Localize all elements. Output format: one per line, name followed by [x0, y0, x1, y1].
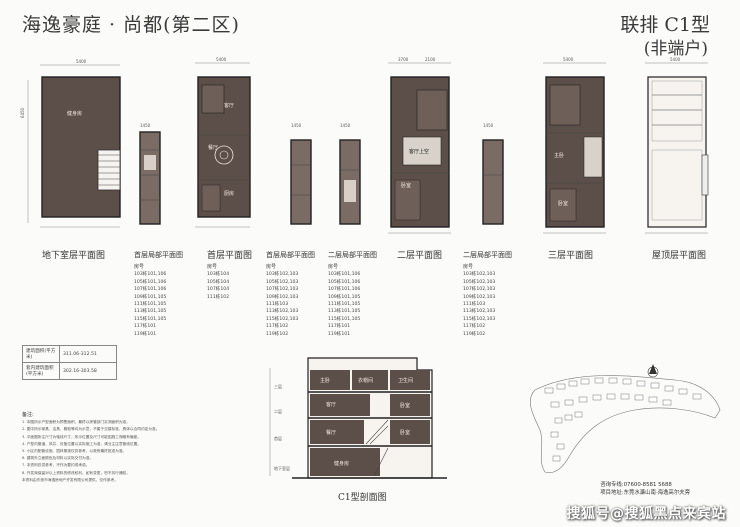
svg-text:卫生间: 卫生间 [398, 377, 413, 384]
svg-text:5400: 5400 [563, 57, 574, 62]
third-floor-plan-label: 三层平面图 [548, 251, 594, 261]
first-floor-plan: 5400 客厅 餐厅 厨房 [195, 57, 251, 228]
page-title: 海逸豪庭 · 尚都(第二区) [22, 14, 240, 36]
svg-text:5400: 5400 [216, 57, 227, 62]
second-partial-plan: 1450 [339, 123, 361, 225]
svg-text:客厅: 客厅 [326, 401, 336, 408]
roof-plan: 5400 [645, 57, 709, 234]
svg-text:三层: 三层 [274, 383, 282, 389]
area-row: 套内建筑面积(平方米) 302.16-303.58 [22, 362, 117, 380]
first-partial-plan-label: 首层局部平面图 [134, 251, 183, 259]
room-dining: 餐厅 [208, 144, 218, 151]
room-living-void: 客厅上空 [409, 148, 429, 155]
second-floor-plan: 3700 2100 客厅上空 卧室 [388, 57, 451, 234]
basement-plan: 5400 6450 健身房 [20, 59, 121, 228]
svg-text:地下室层: 地下室层 [274, 465, 290, 471]
room-gym: 健身房 [67, 110, 82, 117]
roof-plan-label: 屋顶层平面图 [652, 251, 707, 261]
section-drawing: 三层 二层 首层 地下室层 主卧 衣帽间 卫生间 卧室 客厅 餐厅 卧室 健身房 [269, 357, 447, 479]
svg-text:5400: 5400 [76, 59, 87, 64]
contact-phone: 07600-8581 5688 [623, 482, 672, 488]
site-plan [530, 364, 721, 473]
area-table: 建筑面积(平方米) 311.06-312.51 套内建筑面积(平方米) 302.… [22, 345, 117, 380]
svg-text:1450: 1450 [140, 123, 151, 128]
second-partial-plan-2: 1450 [482, 123, 504, 225]
room-bedroom-3f: 卧室 [558, 200, 568, 207]
svg-text:首层: 首层 [274, 435, 282, 441]
second-partial-plan-2-label: 二层局部平面图 [463, 251, 512, 259]
unit-type-title: 联排 C1型 [620, 14, 710, 36]
svg-text:3700: 3700 [398, 57, 409, 62]
svg-text:卧室: 卧室 [400, 429, 410, 436]
svg-text:6450: 6450 [20, 107, 25, 118]
svg-text:二层: 二层 [274, 408, 282, 414]
contact-info: 咨询专线:07600-8581 5688 项目地址:东莞水濂山南·海逸高尔夫旁 [600, 482, 690, 496]
svg-text:卧室: 卧室 [400, 402, 410, 409]
room-bedroom-2f: 卧室 [401, 182, 411, 189]
second-floor-plan-label: 二层平面图 [397, 251, 443, 261]
svg-text:主卧: 主卧 [320, 377, 330, 384]
svg-text:1450: 1450 [291, 123, 302, 128]
second-partial-plan-label: 二层局部平面图 [328, 251, 377, 259]
contact-address: 东莞水濂山南·海逸高尔夫旁 [623, 490, 690, 496]
first-partial-plan-2-label: 首层局部平面图 [266, 251, 315, 259]
room-living: 客厅 [224, 102, 234, 109]
room-kitchen: 厨房 [224, 190, 234, 197]
svg-text:2100: 2100 [425, 57, 436, 62]
first-floor-plan-label: 首层平面图 [207, 251, 253, 261]
section-label: C1型剖面图 [338, 493, 387, 503]
svg-text:1450: 1450 [483, 123, 494, 128]
first-partial-plan: 1450 [139, 123, 161, 225]
area-row: 建筑面积(平方米) 311.06-312.51 [22, 345, 117, 363]
notes: 备注: 1. 本图所示户型面积为预售面积，最终以房管部门实测面积为准。 2. 图… [22, 412, 160, 482]
third-floor-plan: 5400 主卧 卧室 [543, 57, 606, 234]
svg-text:5400: 5400 [670, 57, 681, 62]
basement-plan-label: 地下室层平面图 [42, 251, 106, 261]
first-partial-plan-2: 1450 [290, 123, 312, 225]
svg-text:健身房: 健身房 [334, 460, 349, 467]
svg-text:衣帽间: 衣帽间 [358, 377, 373, 384]
svg-text:餐厅: 餐厅 [326, 429, 336, 436]
unit-type-subtitle: (非端户) [643, 39, 708, 59]
svg-text:1450: 1450 [340, 123, 351, 128]
watermark: 搜狐号@搜狐黑点来宾站 [566, 506, 726, 522]
room-master-bedroom: 主卧 [554, 152, 564, 159]
